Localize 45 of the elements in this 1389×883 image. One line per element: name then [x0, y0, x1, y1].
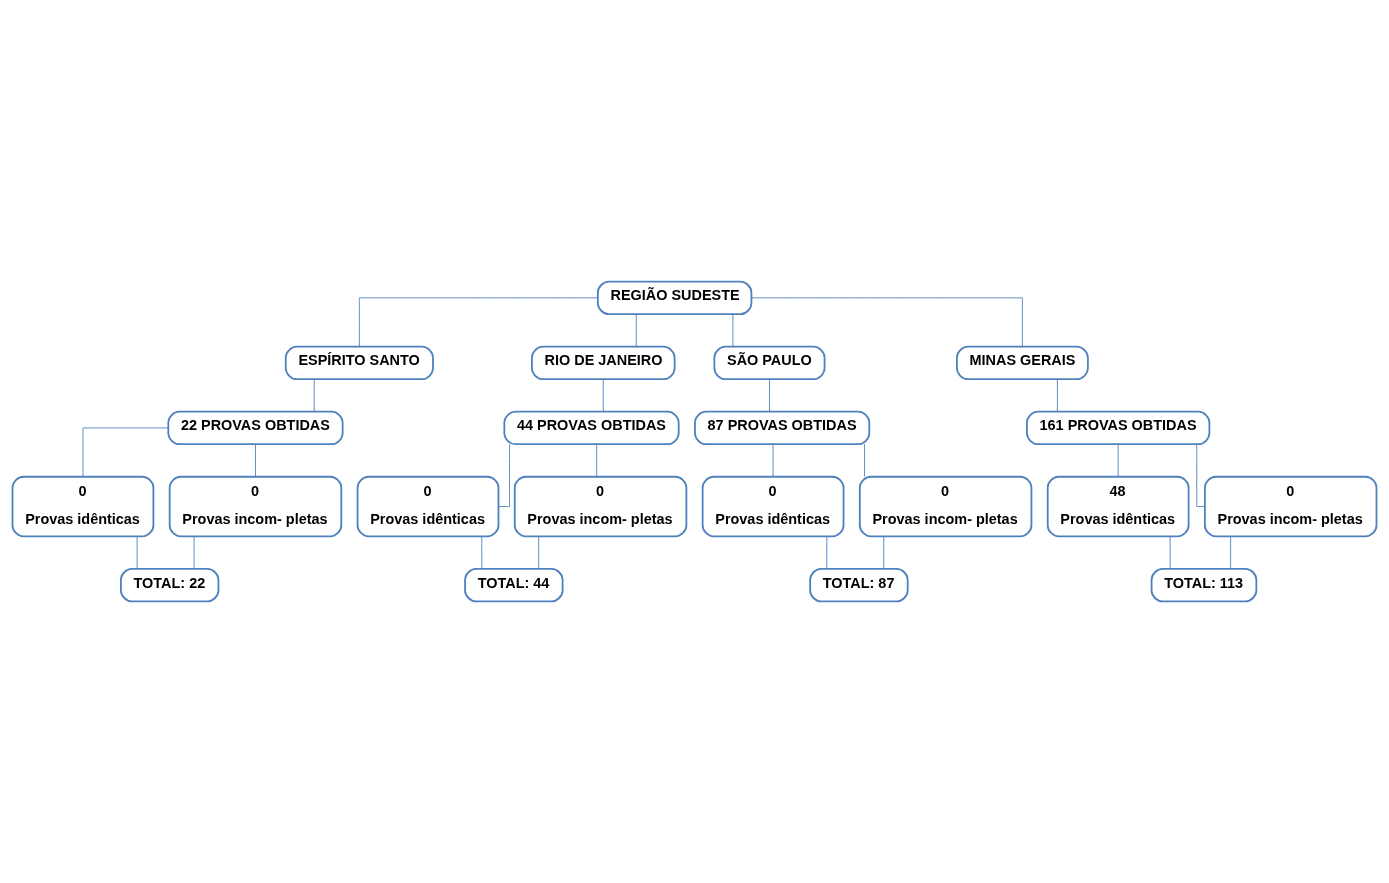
connector: [596, 443, 598, 478]
connector: [883, 536, 885, 570]
node-box: 0 Provas idênticas: [356, 475, 500, 538]
node-box: REGIÃO SUDESTE: [596, 280, 753, 316]
node-box: 87 PROVAS OBTIDAS: [694, 410, 871, 446]
connector: [358, 297, 598, 347]
node-box: 22 PROVAS OBTIDAS: [167, 410, 344, 446]
connector: [1196, 443, 1206, 507]
node-box: MINAS GERAIS: [956, 345, 1089, 381]
node-box: 0 Provas incom- pletas: [858, 475, 1033, 538]
connector: [1117, 443, 1119, 478]
connector: [481, 536, 483, 570]
connector: [772, 443, 774, 478]
node-box: 0 Provas incom- pletas: [513, 475, 688, 538]
connector: [538, 536, 540, 570]
node-box: 0 Provas idênticas: [701, 475, 845, 538]
node-box: 48 Provas idênticas: [1046, 475, 1190, 538]
connector: [602, 378, 604, 412]
node-box: 0 Provas idênticas: [11, 475, 155, 538]
node-box: TOTAL: 44: [464, 567, 564, 603]
connector: [1169, 536, 1171, 570]
connector: [864, 443, 865, 478]
connector: [313, 378, 315, 412]
connector: [82, 427, 169, 477]
connector: [635, 313, 637, 347]
connector: [193, 536, 195, 570]
connector: [732, 313, 734, 347]
node-box: TOTAL: 22: [120, 567, 220, 603]
node-box: RIO DE JANEIRO: [531, 345, 676, 381]
connector: [136, 536, 138, 570]
node-box: 161 PROVAS OBTIDAS: [1026, 410, 1211, 446]
connector: [1056, 378, 1058, 412]
connector: [751, 297, 1023, 347]
node-box: TOTAL: 87: [809, 567, 909, 603]
connector: [498, 443, 510, 507]
node-box: TOTAL: 113: [1150, 567, 1258, 603]
node-box: 0 Provas incom- pletas: [168, 475, 343, 538]
node-box: 0 Provas incom- pletas: [1203, 475, 1378, 538]
node-box: 44 PROVAS OBTIDAS: [503, 410, 680, 446]
connector: [255, 443, 256, 478]
connector: [769, 378, 770, 412]
connector: [826, 536, 828, 570]
node-box: ESPÍRITO SANTO: [284, 345, 434, 381]
node-box: SÃO PAULO: [713, 345, 826, 381]
connector: [1230, 536, 1232, 570]
